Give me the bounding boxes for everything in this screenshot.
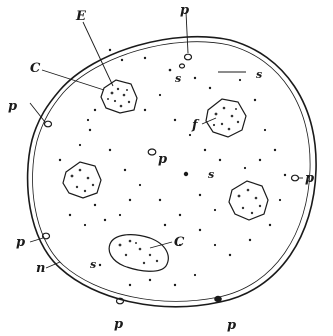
leader-lines	[30, 12, 303, 248]
cell-left	[63, 162, 101, 198]
label-f: f	[191, 118, 200, 133]
label-p-right: p	[305, 171, 314, 186]
label-s-bottom: s	[90, 258, 96, 271]
scattered-granules	[59, 49, 286, 286]
cell-f	[206, 99, 246, 137]
label-C-top: C	[30, 61, 41, 76]
cell-C-bottom	[109, 235, 168, 272]
cell-right-lower	[229, 181, 268, 220]
peripheral-bodies	[43, 54, 299, 304]
label-p-bottom-left: p	[114, 317, 123, 332]
label-s-mid: s	[208, 168, 214, 181]
outer-membrane	[28, 37, 317, 307]
label-s-top: s	[175, 72, 181, 85]
label-E: E	[75, 9, 87, 24]
cell-E	[101, 80, 137, 113]
label-p-bottom-right: p	[227, 318, 236, 333]
label-C-bottom: C	[174, 235, 185, 250]
label-s-right: s	[256, 68, 262, 81]
label-n: n	[36, 261, 45, 276]
label-p-left: p	[8, 99, 17, 114]
label-p-lower-left: p	[16, 235, 25, 250]
label-p-center: p	[158, 152, 167, 167]
label-p-top: p	[180, 3, 189, 18]
